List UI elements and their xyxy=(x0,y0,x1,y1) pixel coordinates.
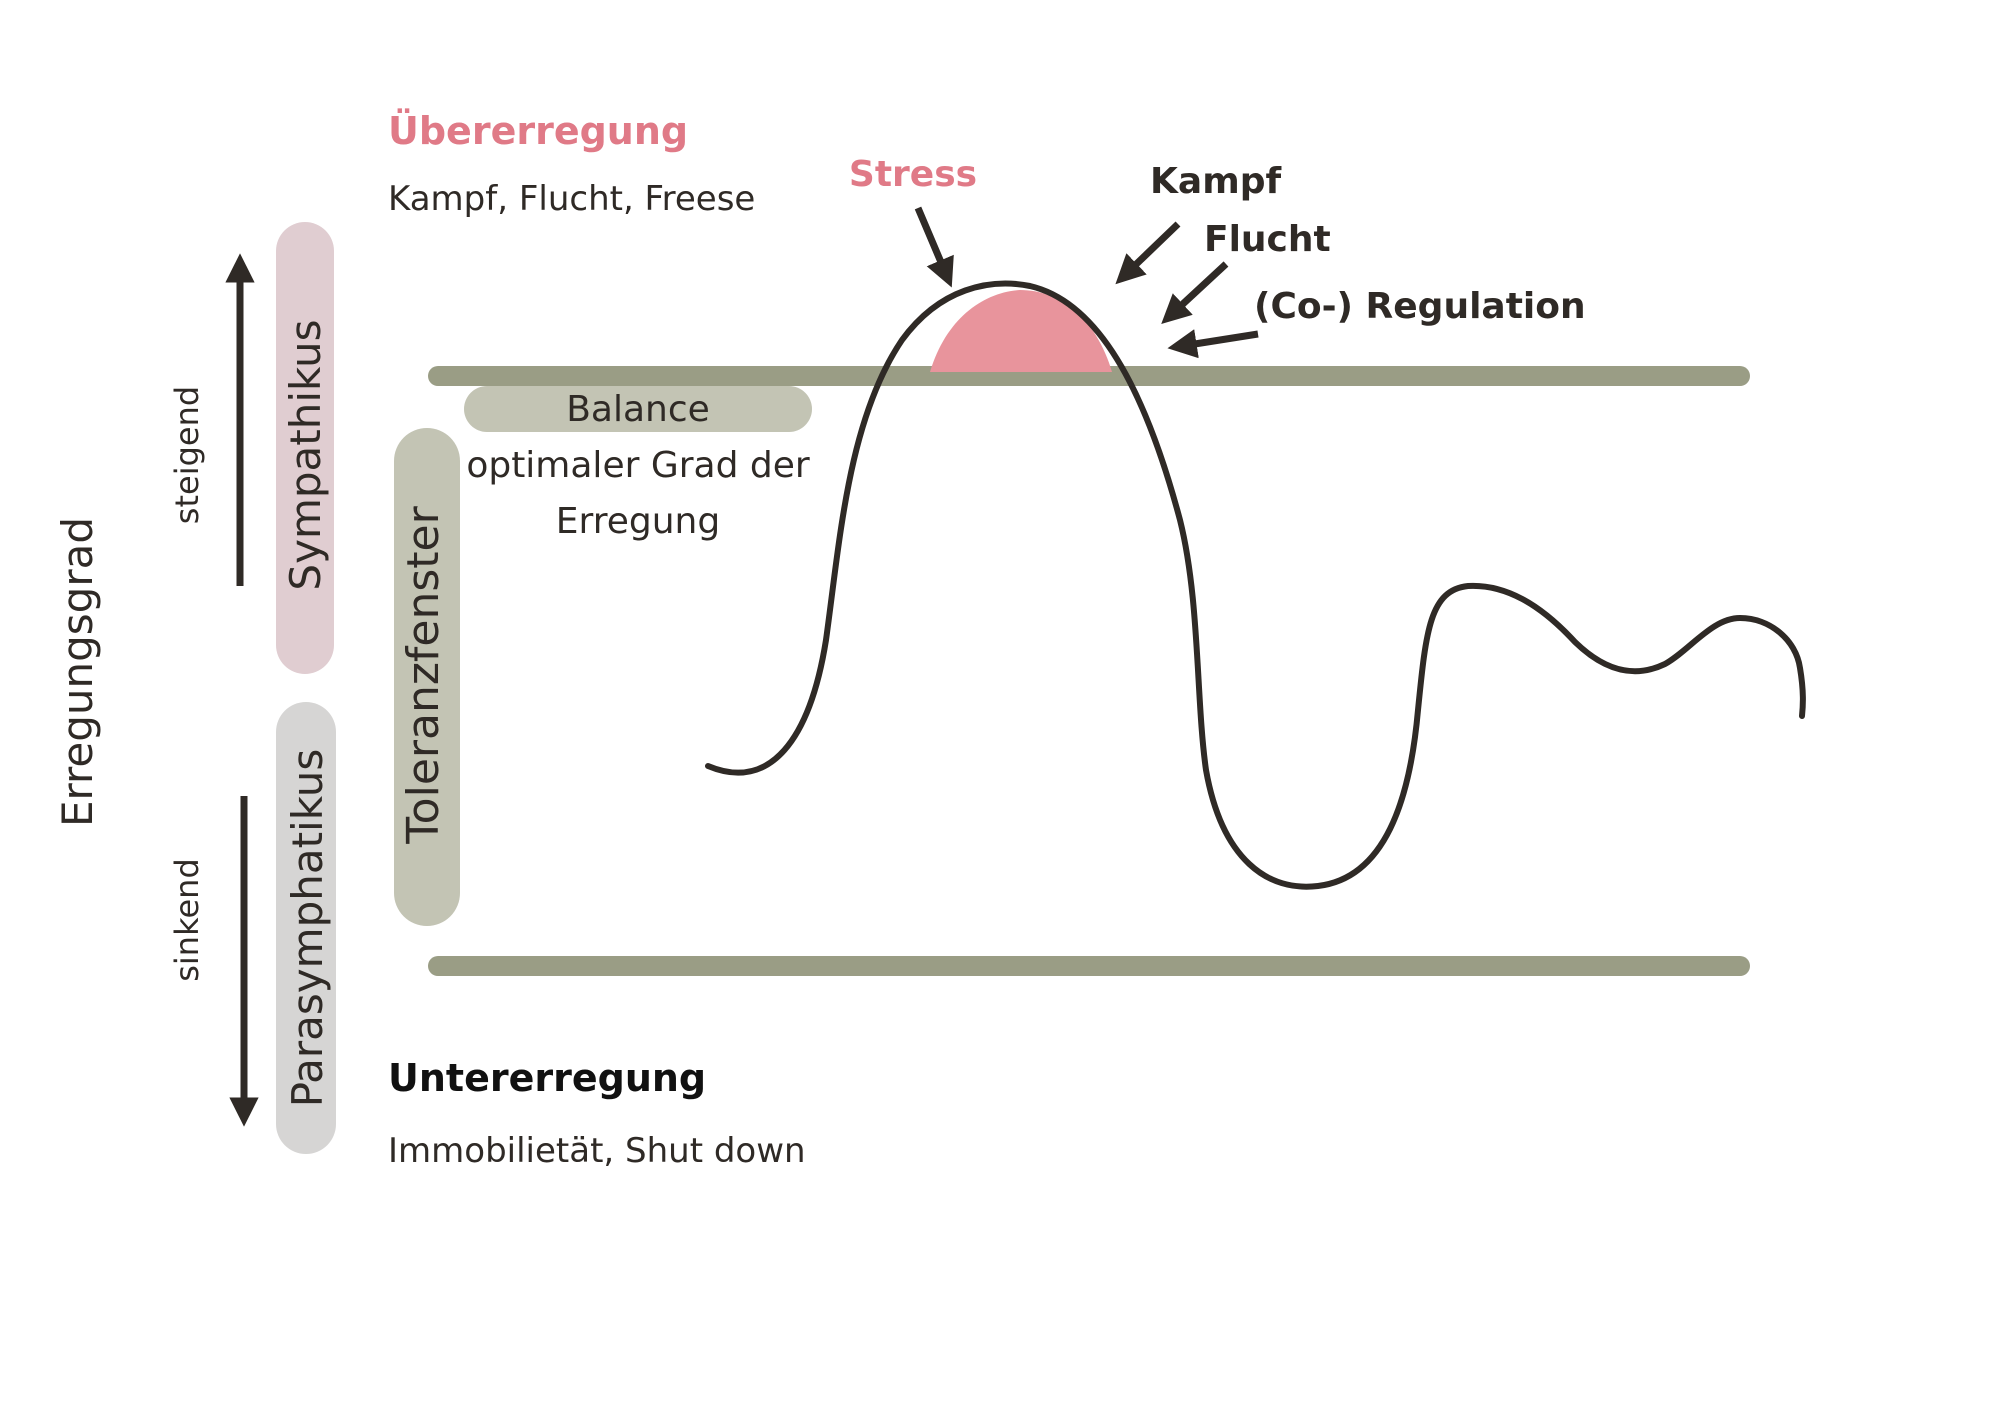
regulation-label: (Co-) Regulation xyxy=(1254,286,1586,327)
stress-arrow-icon xyxy=(914,206,954,288)
rising-label: steigend xyxy=(168,386,206,524)
sinking-label: sinkend xyxy=(168,858,206,982)
kampf-arrow-icon xyxy=(1115,221,1181,285)
parasympathikus-pill xyxy=(276,702,336,1154)
stress-label: Stress xyxy=(849,154,977,195)
balance-label: Balance xyxy=(566,389,710,430)
sympathikus-pill xyxy=(276,222,334,674)
balance-pill xyxy=(464,386,812,432)
parasympathikus-label: Parasymphatikus xyxy=(283,749,332,1108)
y-axis-title: Erregungsgrad xyxy=(53,517,102,827)
regulation-arrow-icon xyxy=(1167,329,1259,359)
hypoarousal-desc: Immobilietät, Shut down xyxy=(388,1131,806,1171)
flucht-arrow-icon xyxy=(1161,261,1229,324)
hyperarousal-title: Übererregung xyxy=(388,109,688,153)
balance-desc-line2: Erregung xyxy=(556,501,720,542)
arousal-curve-line xyxy=(705,280,1806,890)
hyperarousal-desc: Kampf, Flucht, Freese xyxy=(388,179,755,219)
sympathikus-label: Sympathikus xyxy=(281,319,330,590)
tolerance-window-pill xyxy=(394,428,460,926)
hypoarousal-title: Untererregung xyxy=(388,1056,706,1100)
kampf-label: Kampf xyxy=(1150,161,1281,202)
flucht-label: Flucht xyxy=(1204,219,1331,260)
balance-desc-line1: optimaler Grad der xyxy=(466,445,810,486)
stress-zone xyxy=(930,290,1112,372)
tolerance-window-label: Toleranzfenster xyxy=(398,505,449,844)
